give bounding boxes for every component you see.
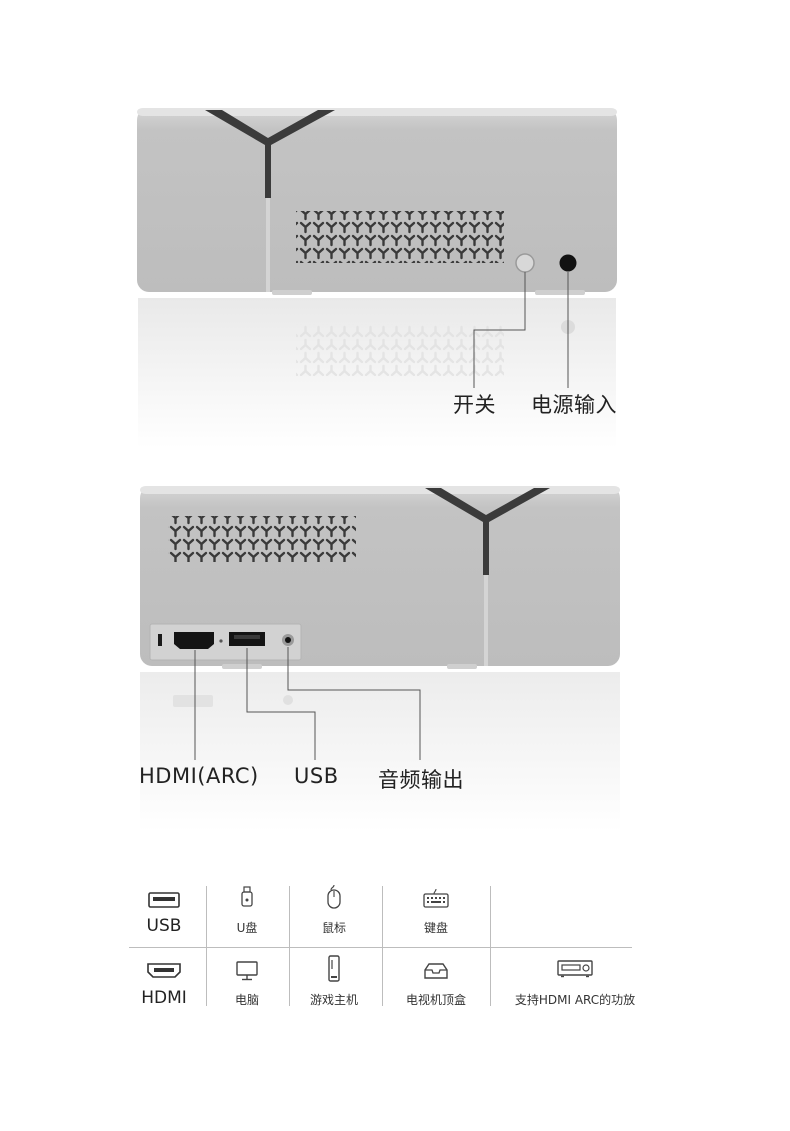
power-switch-label: 开关 [453, 393, 496, 417]
table-row-divider [129, 947, 632, 948]
device-bottom-illustration [140, 486, 620, 832]
usb-port-icon [148, 892, 180, 908]
power-input-label: 电源输入 [531, 393, 617, 417]
device-top-view: 开关 电源输入 [0, 0, 790, 460]
compatibility-table: USB U盘 鼠标 键盘 HDMI [0, 860, 790, 1030]
device-usb-drive-label: U盘 [236, 921, 258, 935]
usb-label: USB [294, 764, 339, 788]
device-computer-label: 电脑 [234, 993, 260, 1007]
device-keyboard-label: 键盘 [423, 921, 449, 935]
table-col-divider [382, 886, 383, 1006]
device-top-illustration [137, 108, 617, 448]
table-col-divider [289, 886, 290, 1006]
amplifier-icon [557, 960, 593, 978]
game-console-icon [328, 955, 340, 982]
device-amplifier-label: 支持HDMI ARC的功放 [514, 993, 636, 1007]
device-mouse-label: 鼠标 [321, 921, 347, 935]
port-usb-label: USB [146, 916, 182, 936]
set-top-box-icon [424, 963, 448, 979]
audio-out-label: 音频输出 [378, 768, 464, 792]
keyboard-icon [423, 888, 449, 908]
monitor-icon [236, 961, 258, 981]
mouse-icon [327, 884, 341, 909]
device-set-top-box-label: 电视机顶盒 [405, 993, 467, 1007]
device-game-console-label: 游戏主机 [309, 993, 359, 1007]
table-col-divider [490, 886, 491, 1006]
usb-drive-icon [241, 886, 253, 907]
table-col-divider [206, 886, 207, 1006]
hdmi-arc-label: HDMI(ARC) [139, 764, 259, 788]
port-hdmi-label: HDMI [141, 988, 187, 1008]
hdmi-port-icon [147, 963, 181, 978]
device-bottom-view: HDMI(ARC) USB 音频输出 [0, 460, 790, 840]
